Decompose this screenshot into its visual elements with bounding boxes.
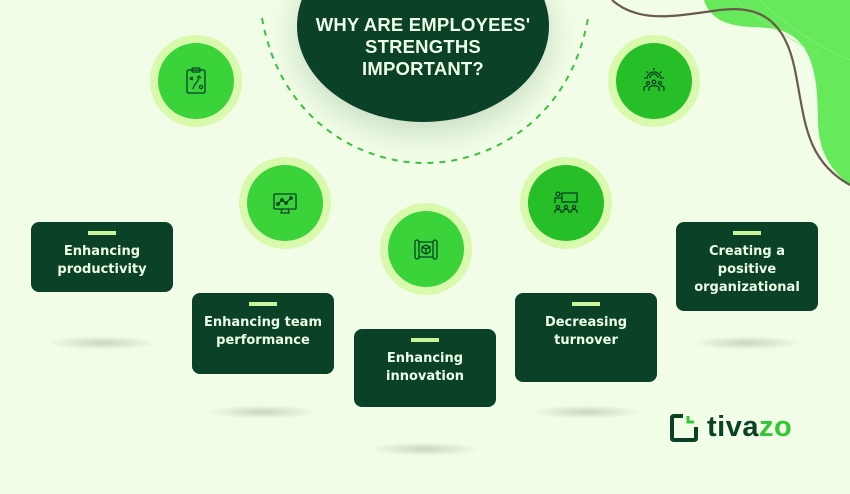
card-enhancing-productivity: Enhancing productivity [31,222,173,292]
tivazo-logo-icon [670,413,698,442]
accent-bar [733,231,761,235]
node-innovation [380,203,472,295]
card-shadow [47,336,157,350]
logo-text-primary: tiva [707,411,759,443]
card-enhancing-innovation: Enhancing innovation [354,329,496,407]
clipboard-strategy-icon [186,67,206,94]
node-productivity [150,35,242,127]
card-creating-positive-organizational: Creating a positive organizational [676,222,818,311]
page-title: WHY ARE EMPLOYEES' STRENGTHS IMPORTANT? [315,14,531,79]
green-blob [704,0,850,185]
accent-bar [572,302,600,306]
gear-team-icon [643,68,665,91]
accent-bar [411,338,439,342]
logo-text-accent: zo [758,411,793,443]
card-shadow [531,405,641,419]
card-shadow [208,405,318,419]
wave-line [611,0,850,186]
blueprint-cube-icon [414,239,438,260]
card-shadow [692,336,802,350]
dashed-arc [261,17,589,165]
node-organizational [608,35,700,127]
card-enhancing-team-performance: Enhancing team performance [192,293,334,374]
monitor-chart-icon [273,193,297,214]
node-turnover [520,157,612,249]
accent-bar [249,302,277,306]
node-team-performance [239,157,331,249]
card-decreasing-turnover: Decreasing turnover [515,293,657,382]
card-shadow [370,442,480,456]
presentation-audience-icon [554,191,578,213]
accent-bar [88,231,116,235]
